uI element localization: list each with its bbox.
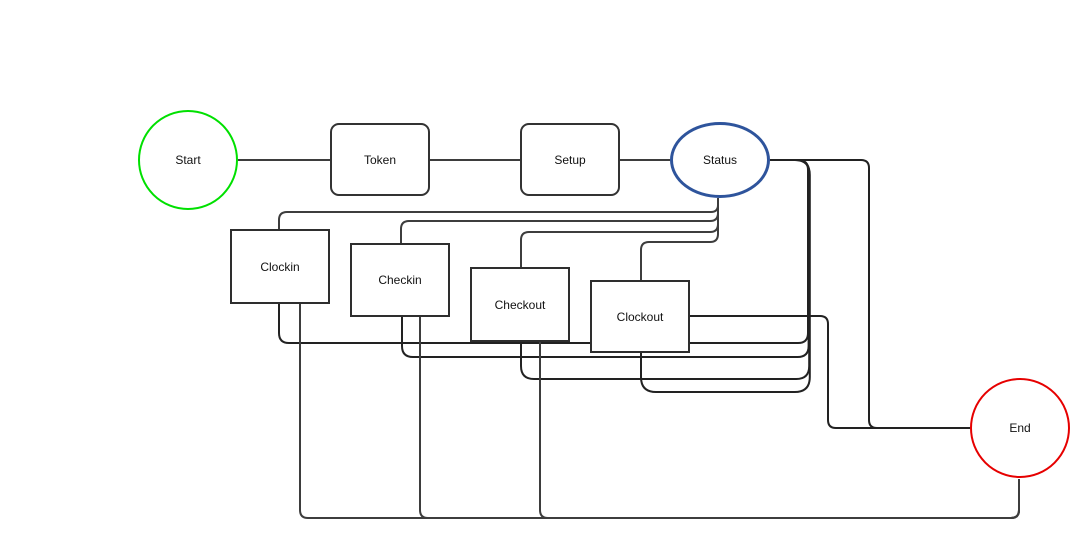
node-checkout-label: Checkout (494, 297, 546, 312)
node-checkout: Checkout (470, 267, 570, 342)
node-token-label: Token (363, 152, 397, 167)
edge-clockout-end (690, 315, 970, 429)
node-setup: Setup (520, 123, 620, 196)
node-setup-label: Setup (554, 152, 586, 167)
node-clockin-label: Clockin (260, 259, 300, 274)
edge-status-checkout (520, 198, 719, 267)
edge-checkin-end (419, 317, 1020, 519)
edge-checkout-end (539, 342, 1020, 519)
node-end-label: End (1009, 421, 1031, 435)
node-clockin: Clockin (230, 229, 330, 304)
edge-clockout-status (640, 159, 811, 393)
node-start: Start (138, 110, 238, 210)
node-token: Token (330, 123, 430, 196)
node-status: Status (670, 122, 770, 198)
edge-status-clockin (278, 198, 719, 229)
node-status-label: Status (702, 153, 738, 167)
node-clockout-label: Clockout (616, 309, 664, 324)
node-checkin-label: Checkin (378, 273, 422, 287)
edge-status-end (770, 159, 970, 429)
edge-status-clockout (640, 198, 719, 280)
node-checkin: Checkin (350, 243, 450, 317)
node-clockout: Clockout (590, 280, 690, 353)
edge-status-checkin (400, 198, 719, 243)
node-start-label: Start (175, 153, 201, 167)
node-end: End (970, 378, 1070, 478)
